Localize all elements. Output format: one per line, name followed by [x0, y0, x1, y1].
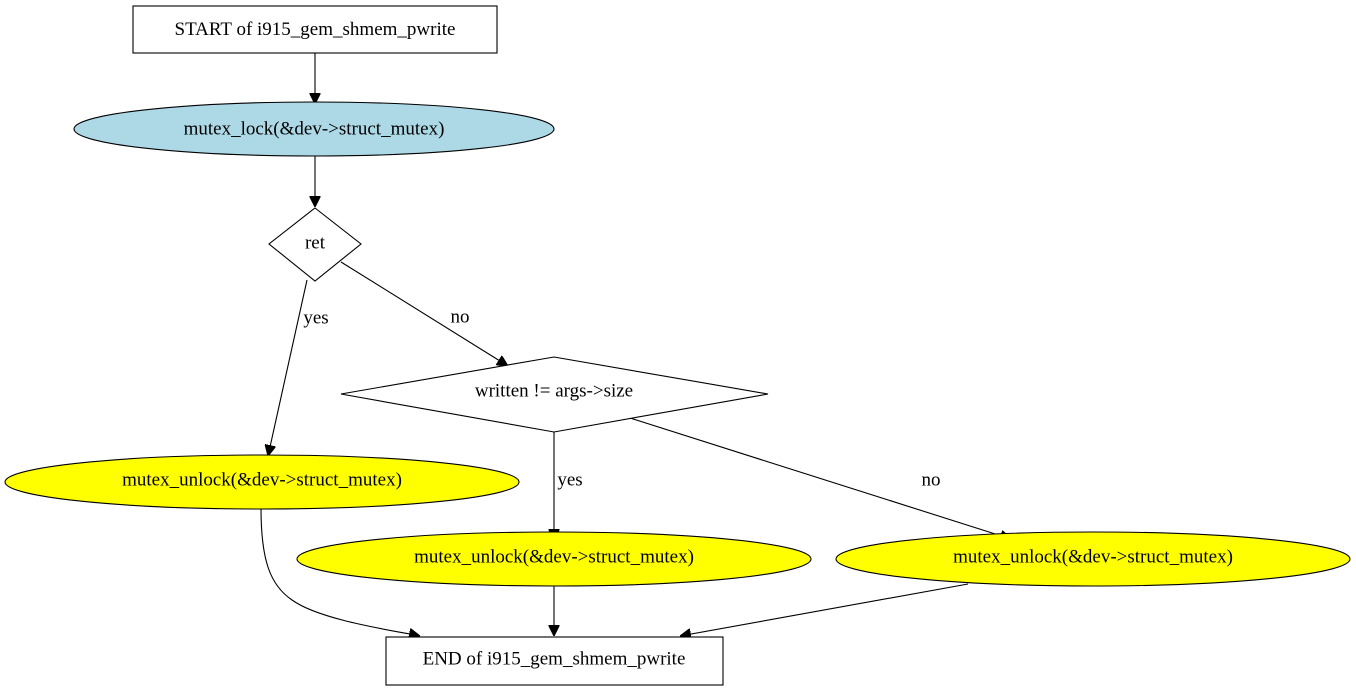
decision-ret-label: ret: [305, 233, 326, 254]
unlock-2-ellipse: [296, 531, 812, 587]
edge-ret-no: [340, 261, 508, 366]
decision-written-label: written != args->size: [475, 381, 633, 402]
unlock-1-label: mutex_unlock(&dev->struct_mutex): [122, 470, 402, 491]
edge-label-ret-no: no: [451, 307, 470, 328]
end-label: END of i915_gem_shmem_pwrite: [423, 649, 686, 670]
decision-written-diamond: [340, 356, 769, 433]
edge-labels: yes no yes no: [303, 307, 940, 491]
start-box: [132, 5, 498, 54]
node-decision-ret: ret: [268, 207, 362, 282]
end-box: [385, 636, 724, 686]
decision-ret-diamond: [268, 207, 362, 282]
start-label: START of i915_gem_shmem_pwrite: [175, 19, 456, 40]
unlock-1-ellipse: [4, 454, 520, 510]
node-mutex-lock: mutex_lock(&dev->struct_mutex): [73, 101, 555, 157]
edge-unlock1-to-end: [260, 507, 420, 636]
mutex-lock-ellipse: [73, 101, 555, 157]
node-start: START of i915_gem_shmem_pwrite: [132, 5, 498, 54]
edge-label-written-no: no: [922, 470, 941, 491]
edge-unlock3-to-end: [680, 583, 969, 636]
unlock-3-ellipse: [835, 531, 1351, 587]
node-unlock-2: mutex_unlock(&dev->struct_mutex): [296, 531, 812, 587]
node-end: END of i915_gem_shmem_pwrite: [385, 636, 724, 686]
node-unlock-1: mutex_unlock(&dev->struct_mutex): [4, 454, 520, 510]
edge-written-no: [629, 417, 1011, 539]
node-unlock-3: mutex_unlock(&dev->struct_mutex): [835, 531, 1351, 587]
mutex-lock-label: mutex_lock(&dev->struct_mutex): [184, 119, 445, 140]
unlock-2-label: mutex_unlock(&dev->struct_mutex): [414, 547, 694, 568]
edge-label-ret-yes: yes: [303, 308, 328, 329]
node-decision-written: written != args->size: [340, 356, 769, 433]
edges: [260, 53, 1011, 636]
unlock-3-label: mutex_unlock(&dev->struct_mutex): [953, 547, 1233, 568]
edge-label-written-yes: yes: [557, 470, 582, 491]
edge-ret-yes: [268, 279, 308, 456]
